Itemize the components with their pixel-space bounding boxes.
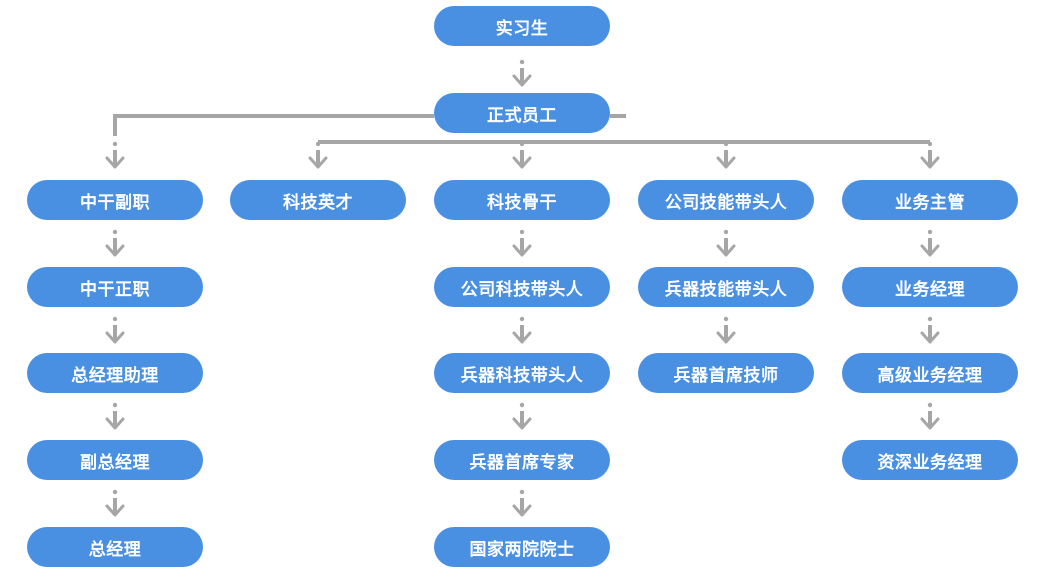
arrow-business-2-to-3-dot [927,316,933,322]
arrow-tech-backbone-3-to-4-dot [519,402,525,408]
node-tech-talent-level-1: 科技英才 [230,180,406,220]
arrow-management-2-to-3-dot [112,316,118,322]
node-regular-employee: 正式员工 [434,93,610,133]
node-business-level-2: 业务经理 [842,267,1018,307]
arrow-tech-backbone-2-to-3-dot [519,316,525,322]
arrow-management-1-to-2-head [105,244,125,257]
node-skill-level-2: 兵器技能带头人 [638,267,814,307]
node-skill-level-3: 兵器首席技师 [638,353,814,393]
arrow-management-3-to-4-head [105,417,125,430]
arrow-to-tech-backbone-dot [519,141,525,147]
node-management-level-4: 副总经理 [27,440,203,480]
arrow-to-tech-talent-head [308,156,328,169]
node-skill-level-1: 公司技能带头人 [638,180,814,220]
arrow-skill-2-to-3-dot [723,316,729,322]
node-tech-backbone-level-1: 科技骨干 [434,180,610,220]
arrow-business-1-to-2-dot [927,229,933,235]
arrow-to-business-dot [927,141,933,147]
arrow-business-3-to-4-dot [927,402,933,408]
node-business-level-1: 业务主管 [842,180,1018,220]
arrow-to-business-head [920,156,940,169]
arrow-intern-to-regular-dot [519,59,525,65]
arrow-business-2-to-3-head [920,331,940,344]
arrow-management-4-to-5-dot [112,489,118,495]
arrow-tech-backbone-1-to-2-head [512,244,532,257]
node-management-level-2: 中干正职 [27,267,203,307]
arrow-to-tech-talent-dot [315,141,321,147]
arrow-management-3-to-4-dot [112,402,118,408]
arrow-to-management-head [105,156,125,169]
node-management-level-3: 总经理助理 [27,353,203,393]
node-tech-backbone-level-2: 公司科技带头人 [434,267,610,307]
node-tech-backbone-level-4: 兵器首席专家 [434,440,610,480]
arrow-to-skill-head [716,156,736,169]
node-management-level-5: 总经理 [27,527,203,567]
node-management-level-1: 中干副职 [27,180,203,220]
arrow-skill-1-to-2-dot [723,229,729,235]
arrow-to-management-dot [112,141,118,147]
node-intern: 实习生 [434,6,610,46]
arrow-skill-1-to-2-head [716,244,736,257]
arrow-tech-backbone-2-to-3-head [512,331,532,344]
node-tech-backbone-level-3: 兵器科技带头人 [434,353,610,393]
branch-line-left [113,114,434,136]
node-business-level-3: 高级业务经理 [842,353,1018,393]
arrow-tech-backbone-3-to-4-head [512,417,532,430]
arrow-management-1-to-2-dot [112,229,118,235]
node-tech-backbone-level-5: 国家两院院士 [434,527,610,567]
arrow-tech-backbone-4-to-5-head [512,504,532,517]
arrow-skill-2-to-3-head [716,331,736,344]
arrow-tech-backbone-4-to-5-dot [519,489,525,495]
arrow-management-2-to-3-head [105,331,125,344]
arrow-to-tech-backbone-head [512,156,532,169]
arrow-intern-to-regular-head [512,74,532,87]
arrow-business-3-to-4-head [920,417,940,430]
arrow-tech-backbone-1-to-2-dot [519,229,525,235]
arrow-to-skill-dot [723,141,729,147]
node-business-level-4: 资深业务经理 [842,440,1018,480]
arrow-business-1-to-2-head [920,244,940,257]
arrow-management-4-to-5-head [105,504,125,517]
